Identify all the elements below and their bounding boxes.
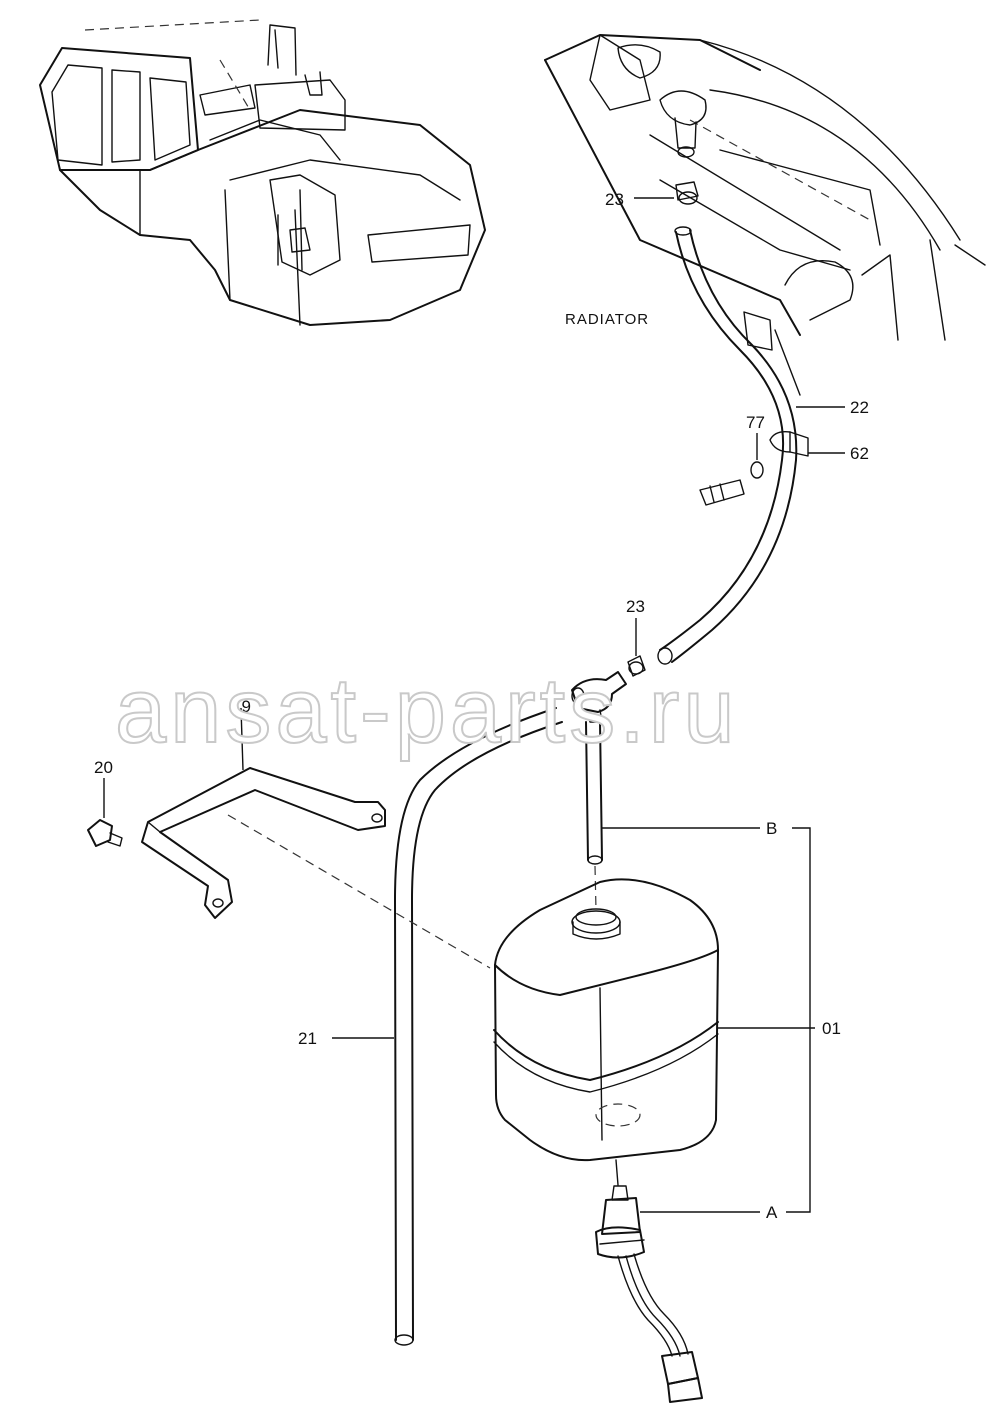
hose-clamp-23-mid bbox=[627, 655, 646, 677]
bolt-20 bbox=[87, 819, 123, 847]
part-label-a: A bbox=[766, 1203, 778, 1222]
part-label-23-top: 23 bbox=[605, 190, 624, 209]
hose-b bbox=[585, 721, 603, 911]
overflow-hose-22 bbox=[657, 226, 798, 665]
part-label-21: 21 bbox=[298, 1029, 317, 1048]
part-label-23-mid: 23 bbox=[626, 597, 645, 616]
part-label-77: 77 bbox=[746, 413, 765, 432]
t-joint bbox=[571, 671, 627, 723]
vent-hose-21 bbox=[394, 707, 563, 1346]
part-label-20: 20 bbox=[94, 758, 113, 777]
reserve-tank-01 bbox=[493, 878, 719, 1186]
bracket-19 bbox=[141, 767, 491, 969]
radiator-assembly bbox=[544, 34, 986, 396]
hose-clip-62 bbox=[699, 430, 809, 506]
watermark: ansat-parts.ru bbox=[115, 660, 739, 762]
excavator-overview bbox=[39, 19, 486, 326]
part-label-22: 22 bbox=[850, 398, 869, 417]
level-sensor-a bbox=[595, 1185, 703, 1403]
part-label-62: 62 bbox=[850, 444, 869, 463]
part-label-01: 01 bbox=[822, 1019, 841, 1038]
radiator-label: RADIATOR bbox=[565, 311, 649, 328]
leader-lines bbox=[103, 197, 845, 1213]
part-label-b: B bbox=[766, 819, 777, 838]
part-label-19: 19 bbox=[232, 697, 251, 716]
